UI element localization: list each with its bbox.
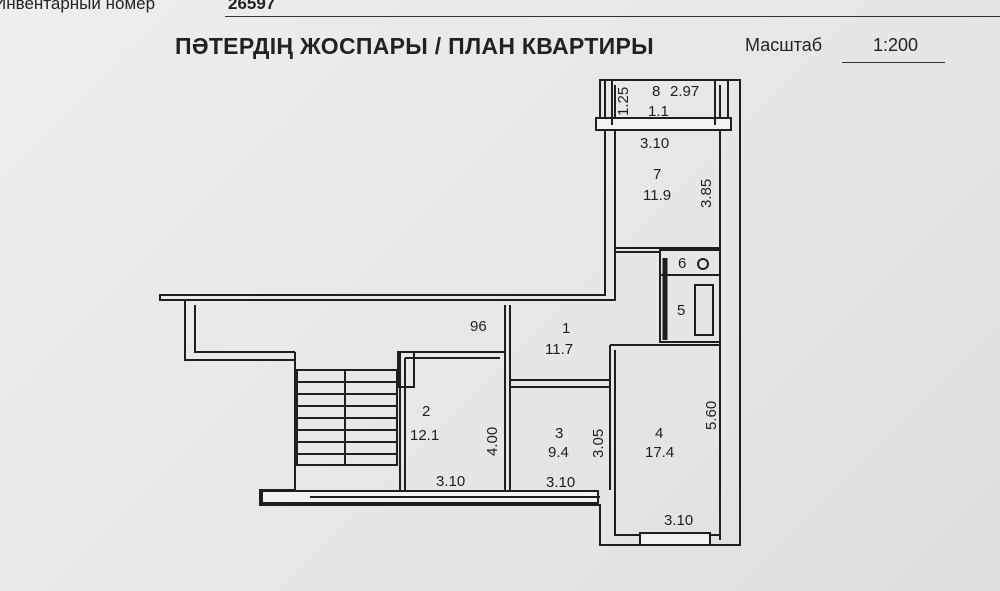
room-4-width: 3.10	[664, 512, 693, 529]
room-8-length: 2.97	[670, 83, 699, 100]
room-7-depth: 3.85	[698, 179, 715, 208]
room-8-depth: 1.25	[615, 87, 632, 116]
room-3-area: 9.4	[548, 444, 569, 461]
corridor-dim: 96	[470, 318, 487, 335]
inventory-label: Инвентарный номер	[0, 0, 156, 13]
room-4-depth: 5.60	[703, 401, 720, 430]
room-2-area: 12.1	[410, 427, 439, 444]
room-8-area: 1.1	[648, 103, 669, 120]
staircase	[296, 369, 398, 466]
inventory-number: 26597	[228, 0, 276, 13]
scale-underline	[842, 62, 945, 63]
scale-label: Масштаб	[745, 35, 823, 55]
room-3-depth: 3.05	[590, 429, 607, 458]
scale-value: 1:200	[873, 35, 919, 55]
room-4-number: 4	[655, 425, 663, 442]
room-7-number: 7	[653, 166, 661, 183]
room-7-width: 3.10	[640, 135, 669, 152]
room-3-number: 3	[555, 425, 563, 442]
room-2-width: 3.10	[436, 473, 465, 490]
room-8-number: 8	[652, 83, 660, 100]
room-3-width: 3.10	[546, 474, 575, 491]
room-5-number: 5	[677, 302, 685, 319]
room-2-depth: 4.00	[484, 427, 501, 456]
room-4-area: 17.4	[645, 444, 674, 461]
walls	[159, 79, 741, 546]
page-title: ПӘТЕРДІҢ ЖОСПАРЫ / ПЛАН КВАРТИРЫ	[175, 33, 654, 59]
room-7-area: 11.9	[643, 187, 671, 204]
room-1-number: 1	[562, 320, 570, 337]
inventory-underline	[225, 16, 1000, 17]
room-2-number: 2	[422, 403, 430, 420]
room-6-number: 6	[678, 255, 686, 272]
room-1-area: 11.7	[545, 341, 573, 358]
